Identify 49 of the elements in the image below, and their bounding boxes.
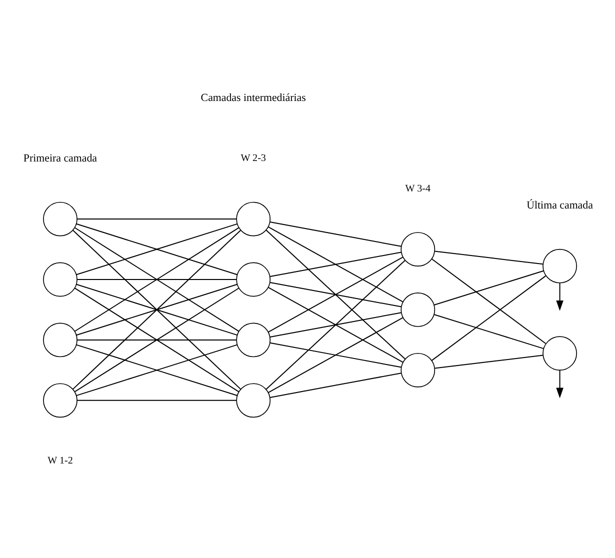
connector [270,221,402,246]
label: W 1-2 [48,454,73,466]
connector [74,287,240,392]
label: W 3-4 [405,182,431,194]
node-circle [400,292,436,326]
connector [268,316,404,392]
connector [270,312,402,337]
connector [74,226,240,332]
label: Camadas intermediárias [200,92,306,104]
connector [77,338,236,340]
connector [270,281,402,307]
node-circle [236,322,271,357]
connector [434,270,544,305]
connector [266,229,406,359]
label: W 2-3 [240,152,266,164]
connector [268,226,404,302]
arrow [556,282,564,310]
node-circle [542,336,577,370]
connector [76,222,238,275]
connector [431,258,546,344]
node-circle [43,262,78,296]
connector [431,275,546,360]
arrow [556,370,564,398]
node-circle [43,322,78,357]
connector [434,314,544,349]
connector [76,344,238,396]
node-circle [542,248,577,283]
label: Última camada [526,198,593,211]
connector [270,372,402,398]
connector [268,256,404,332]
connector [76,283,238,336]
node-circle [43,382,78,418]
connector [72,230,241,389]
connector [77,218,236,220]
connector [270,342,402,368]
label: Primeira camada [23,152,98,164]
node-circle [236,382,271,418]
node-circle [400,352,436,387]
connector [434,354,544,368]
connector [77,399,236,400]
connector [270,251,402,277]
node-circle [43,201,78,236]
node-circle [400,232,436,266]
node-circle [236,201,271,236]
connector [434,250,544,264]
connector [266,260,406,390]
connector [268,286,404,362]
node-circle [236,262,271,296]
connector [77,278,236,280]
